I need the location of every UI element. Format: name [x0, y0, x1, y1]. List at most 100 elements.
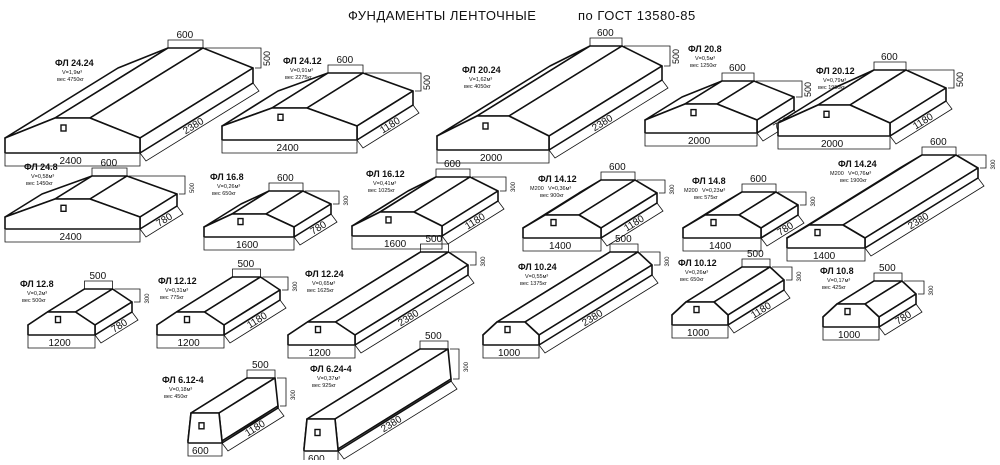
height-dimension-label: 500 [671, 49, 681, 64]
width-dimension-label: 600 [192, 446, 209, 457]
top-width-dimension-line [921, 146, 957, 155]
block-mass-label: вес 925кг [312, 383, 336, 389]
block-volume-label: V=0,55м³ [525, 274, 548, 280]
length-dimension-line [223, 299, 287, 344]
length-dimension-line [139, 205, 184, 238]
length-dimension-line [760, 214, 805, 247]
height-dimension-line [778, 191, 807, 206]
width-dimension-label: 2400 [277, 143, 300, 154]
block-mass-label: вес 575кг [694, 195, 718, 201]
height-dimension-line [365, 72, 422, 92]
top-width-dimension-label: 600 [729, 63, 746, 74]
block-mass-label: вес 500кг [22, 298, 46, 304]
block-mass-label: вес 1025кг [368, 188, 395, 194]
height-dimension-label: 500 [803, 82, 813, 97]
top-width-dimension-label: 600 [101, 158, 118, 169]
height-dimension-line [908, 69, 955, 89]
top-width-dimension-line [589, 37, 623, 46]
width-dimension-label: 1400 [709, 241, 732, 252]
width-dimension-line [671, 326, 729, 339]
height-dimension-label: 300 [291, 389, 297, 400]
block-name-label: ФЛ 10.24 [518, 262, 557, 272]
block-mass-label: вес 775кг [160, 295, 184, 301]
height-dimension-label: 300 [293, 281, 299, 292]
top-width-dimension-line [600, 171, 636, 180]
lifting-loop-icon [277, 113, 284, 122]
height-dimension-line [262, 276, 289, 291]
lifting-loop-icon [690, 108, 697, 117]
block-name-label: ФЛ 14.12 [538, 174, 577, 184]
width-dimension-line [682, 239, 762, 252]
width-dimension-line [351, 237, 443, 250]
width-dimension-label: 1400 [813, 251, 836, 262]
width-dimension-label: 1200 [309, 348, 332, 359]
top-width-dimension-line [91, 167, 128, 176]
width-dimension-line [482, 346, 540, 359]
height-dimension-label: 500 [262, 51, 272, 66]
top-width-dimension-label: 600 [750, 174, 767, 185]
top-width-dimension-line [609, 243, 639, 252]
top-width-dimension-label: 500 [90, 271, 107, 282]
block-name-label: ФЛ 20.8 [688, 44, 722, 54]
width-dimension-line [644, 134, 758, 147]
top-width-dimension-line [873, 272, 903, 281]
block-mass-label: вес 1900кг [840, 178, 867, 184]
block-volume-label: V=0,26м³ [685, 270, 708, 276]
width-dimension-line [156, 336, 225, 349]
lifting-loop-icon [314, 428, 321, 437]
length-dimension-line [864, 177, 985, 257]
width-dimension-label: 600 [308, 454, 325, 460]
width-dimension-label: 1600 [236, 240, 259, 251]
width-dimension-label: 1400 [549, 241, 572, 252]
block-mass-label: вес 650кг [212, 191, 236, 197]
length-dimension-line [221, 407, 285, 452]
top-width-dimension-label: 600 [444, 159, 461, 170]
width-dimension-label: 2000 [480, 153, 503, 164]
height-dimension-label: 300 [145, 293, 151, 304]
width-dimension-line [221, 141, 358, 154]
height-dimension-label: 300 [991, 159, 997, 170]
lifting-loop-icon [54, 315, 62, 324]
block-name-label: ФЛ 12.12 [158, 276, 197, 286]
block-name-label: ФЛ 20.12 [816, 66, 855, 76]
height-dimension-line [756, 80, 803, 98]
block-mass-label: вес 1250кг [690, 63, 717, 69]
width-dimension-label: 1200 [49, 338, 72, 349]
length-dimension-line [538, 274, 659, 354]
height-dimension-label: 300 [670, 184, 676, 195]
lifting-loop-icon [198, 422, 205, 430]
height-dimension-label: 300 [797, 271, 803, 282]
block-mass-label: вес 4050кг [464, 84, 491, 90]
width-dimension-label: 1000 [498, 348, 521, 359]
block-mass-label: вес 650кг [680, 277, 704, 283]
height-dimension-line [305, 190, 340, 205]
block-name-label: ФЛ 16.8 [210, 172, 244, 182]
top-width-dimension-label: 500 [879, 263, 896, 274]
lifting-loop-icon [385, 216, 392, 224]
width-dimension-label: 1600 [384, 239, 407, 250]
length-dimension-line [139, 82, 260, 162]
height-dimension-label: 300 [344, 195, 350, 206]
front-face [187, 412, 223, 444]
height-dimension-line [958, 154, 987, 169]
block-grade-label: М200 [830, 171, 844, 177]
height-dimension-line [129, 175, 186, 195]
block-name-label: ФЛ 12.8 [20, 279, 54, 289]
block-mass-label: вес 1950кг [818, 85, 845, 91]
block-grade-label: М200 [684, 188, 698, 194]
width-dimension-line [522, 239, 602, 252]
block-mass-label: вес 450кг [164, 394, 188, 400]
lifting-loop-icon [60, 124, 67, 132]
block-mass-label: вес 900кг [540, 193, 564, 199]
block-name-label: ФЛ 14.8 [692, 176, 726, 186]
